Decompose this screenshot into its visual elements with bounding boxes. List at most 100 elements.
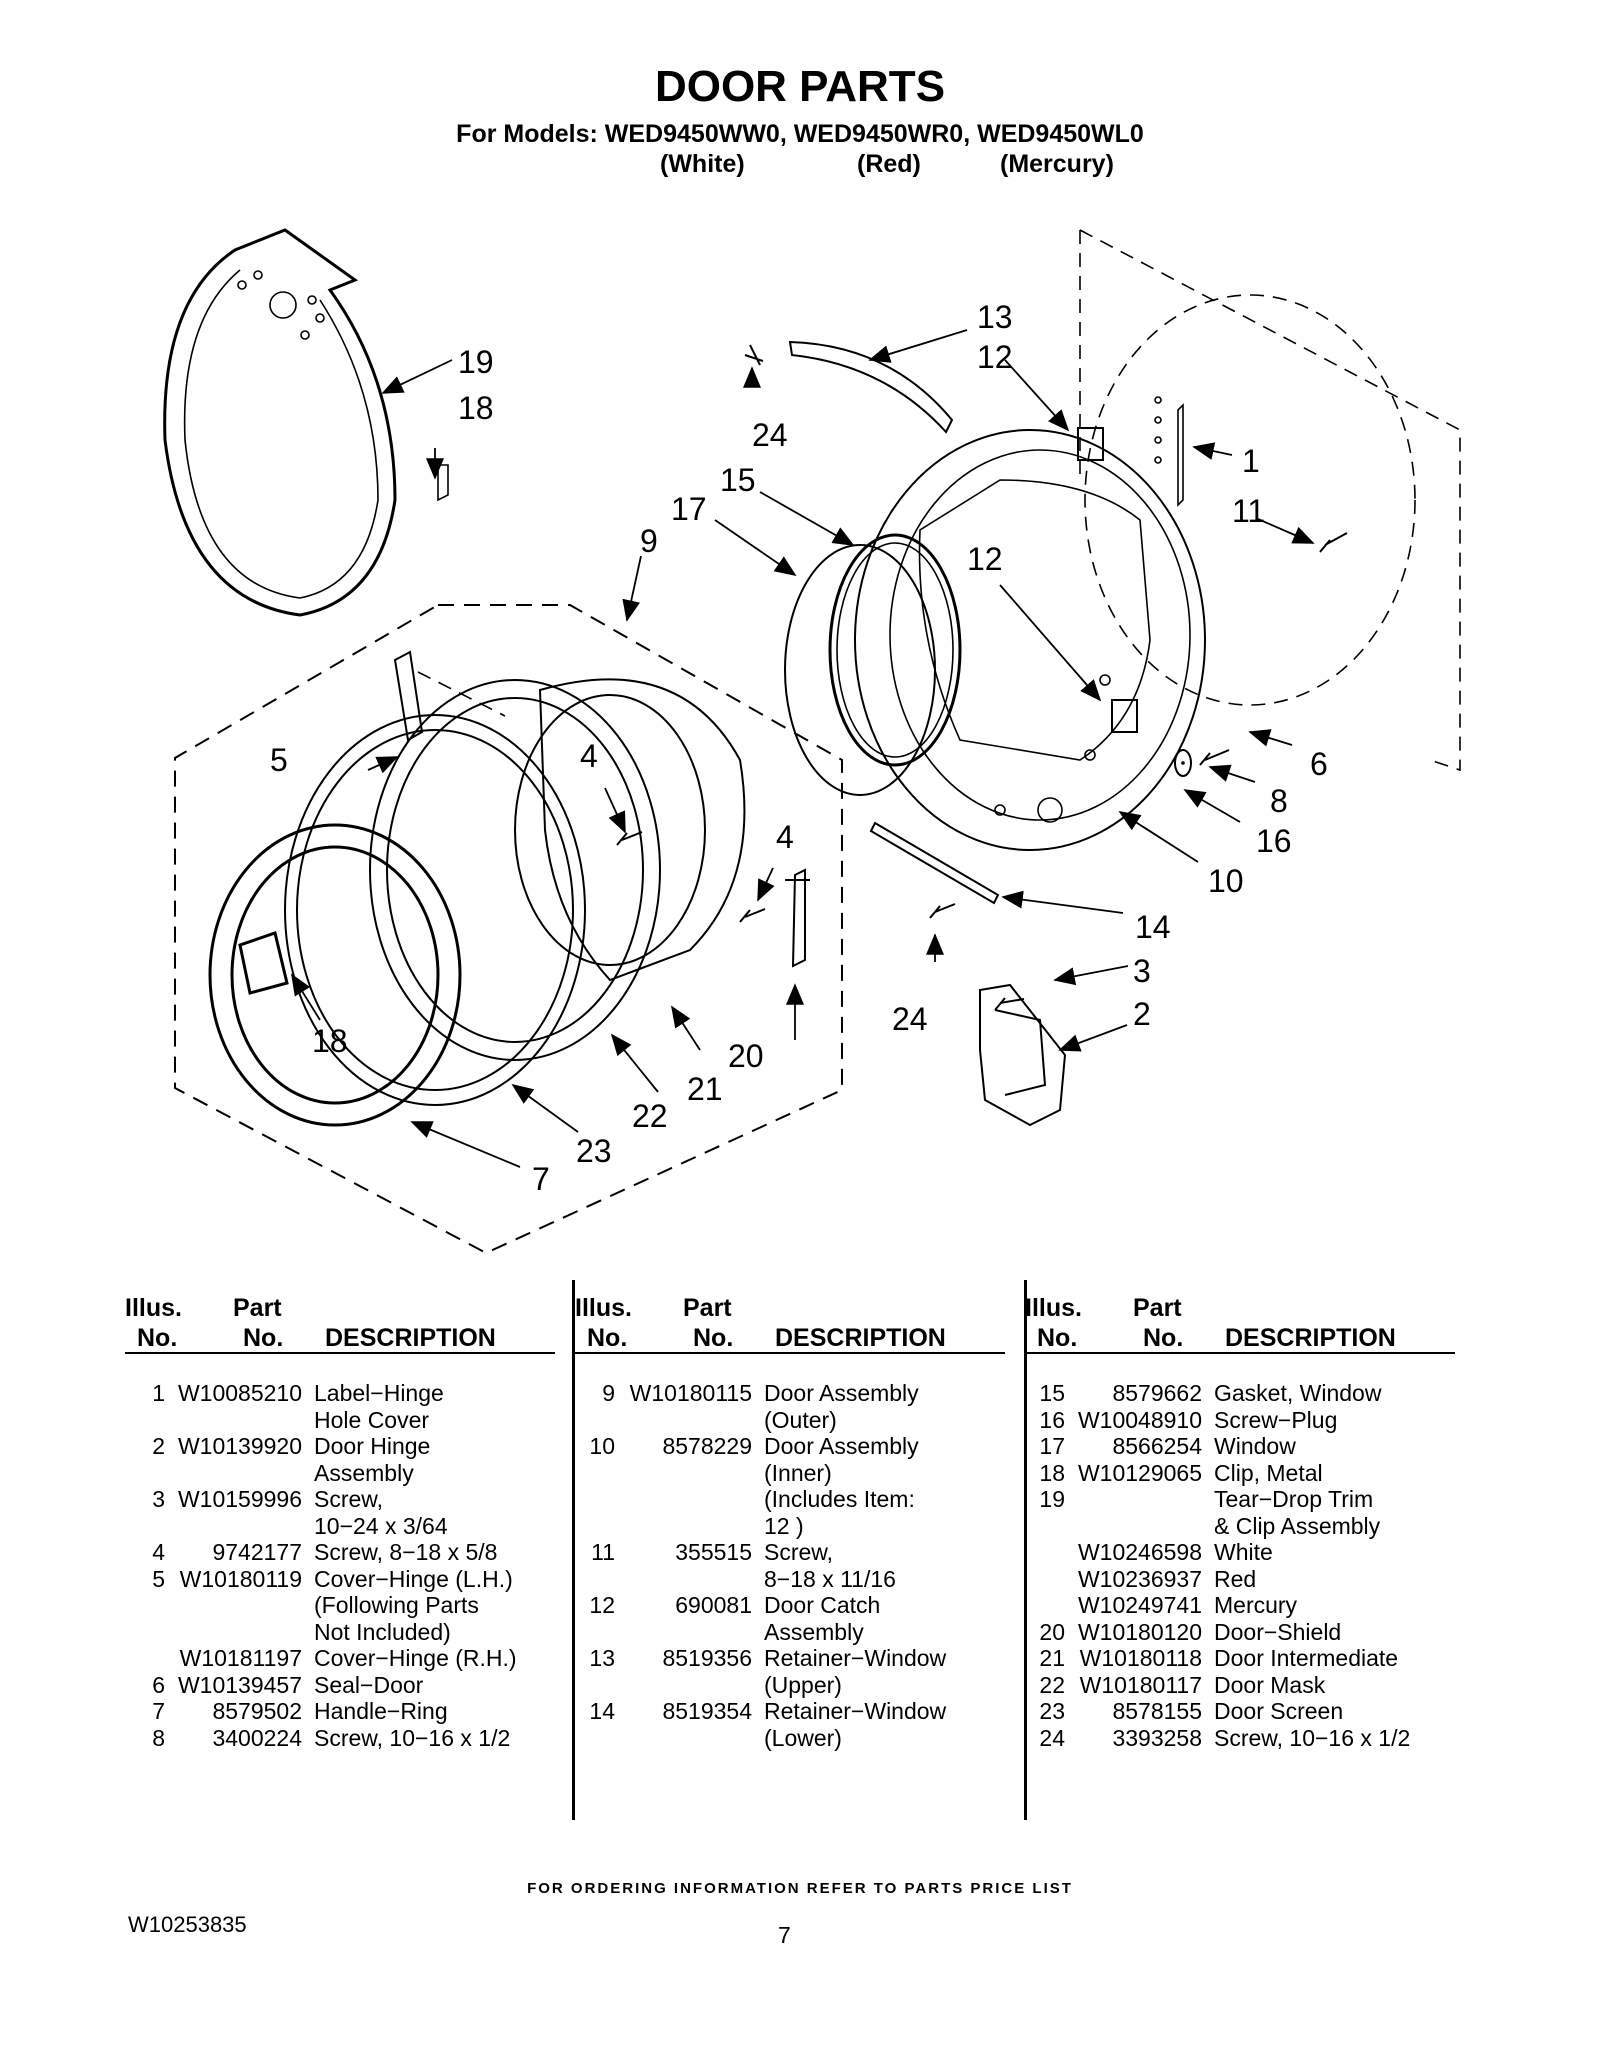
part-description: Retainer−Window (Lower) [764,1698,947,1751]
part-description: Screw, 10−24 x 3/64 [314,1486,448,1539]
part-description: Red [1214,1565,1257,1592]
illus-header-line1: Illus. [1025,1294,1082,1322]
parts-row: 4 9742177 Screw, 8−18 x 5/8 [125,1539,555,1566]
callout-24b: 24 [892,1001,928,1037]
color-label-mercury: (Mercury) [1000,150,1114,178]
part-description: Handle−Ring [314,1698,448,1724]
part-description: Cover−Hinge (L.H.) (Following Parts Not … [314,1565,513,1645]
tear-drop-trim-part [163,228,449,617]
illus-number: 8 [152,1724,165,1751]
part-number: 8578155 [1112,1698,1202,1724]
part-description: Door Screen [1214,1698,1344,1724]
part-description: Seal−Door [314,1671,424,1698]
door-hinge-part [979,983,1067,1127]
part-description: Tear−Drop Trim & Clip Assembly [1214,1486,1381,1539]
callout-6: 6 [1310,746,1328,782]
illus-number: 6 [152,1671,165,1698]
callout-14: 14 [1135,909,1171,945]
handle-ring-part [208,823,462,1127]
illus-number [1025,1539,1065,1566]
parts-column-header: Illus. No. Part No. DESCRIPTION [1025,1280,1455,1354]
part-header-line2: No. [243,1324,284,1352]
parts-column-header: Illus. No. Part No. DESCRIPTION [125,1280,555,1354]
callout-8: 8 [1270,783,1288,819]
part-number: W10159996 [177,1486,302,1512]
color-label-white: (White) [660,150,745,178]
part-number: 9742177 [212,1539,302,1565]
part-number: W10180118 [1079,1645,1202,1671]
window-gasket-part [828,533,962,767]
part-description: Screw, 8−18 x 5/8 [314,1539,498,1565]
part-number: W10180117 [1079,1671,1202,1698]
part-description: Door Catch Assembly [764,1592,881,1645]
illus-header-line1: Illus. [125,1294,182,1322]
illus-number [1025,1592,1065,1619]
callout-2: 2 [1133,996,1151,1032]
part-number: 3400224 [212,1724,302,1751]
illus-number: 19 [1039,1486,1065,1512]
part-description: Screw, 10−16 x 1/2 [1214,1724,1411,1751]
part-number: W10246598 [1077,1539,1202,1565]
illus-number [125,1645,165,1672]
part-number: W10180115 [629,1380,752,1406]
illus-number: 2 [152,1433,165,1459]
illus-header-line1: Illus. [575,1294,632,1322]
callout-10: 10 [1208,863,1244,899]
callout-17: 17 [671,491,707,527]
illus-header-line2: No. [137,1324,178,1352]
part-description: Mercury [1214,1592,1298,1618]
illus-number: 11 [591,1539,615,1565]
illus-number: 4 [152,1539,165,1565]
illus-number: 5 [152,1565,165,1592]
part-number [1077,1486,1202,1539]
illus-header-line2: No. [587,1324,628,1352]
door-mask-part [369,679,661,1061]
callout-4b: 4 [776,819,794,855]
upper-retainer-part [788,340,954,434]
description-header: DESCRIPTION [1225,1324,1396,1352]
callout-19: 19 [458,344,494,380]
callout-1: 1 [1242,443,1260,479]
illus-number [1025,1566,1065,1593]
exploded-parts-diagram: 1 2 3 4 4 5 6 7 8 9 10 11 12 12 13 14 15… [163,228,1461,1255]
callout-15: 15 [720,462,756,498]
illus-number: 12 [589,1592,615,1618]
part-description: Label−Hinge Hole Cover [314,1380,444,1433]
illus-header-line2: No. [1037,1324,1078,1352]
callout-23: 23 [576,1133,612,1169]
part-number: 8578229 [662,1433,752,1459]
part-description: Window [1214,1433,1296,1459]
part-header-line1: Part [683,1294,732,1322]
callout-4a: 4 [580,738,598,774]
color-label-red: (Red) [857,150,921,178]
part-description: Cover−Hinge (R.H.) [314,1645,517,1671]
illus-number: 24 [1039,1724,1065,1751]
part-number: W10129065 [1077,1459,1202,1486]
part-number: 3393258 [1112,1724,1202,1751]
illus-number: 22 [1039,1671,1065,1698]
callout-13: 13 [977,299,1013,335]
part-number: W10181197 [179,1645,302,1671]
part-number: 8566254 [1112,1433,1202,1459]
part-description: Door Assembly (Inner) (Includes Item: 12… [764,1433,919,1539]
callout-24a: 24 [752,417,788,453]
part-description: Retainer−Window (Upper) [764,1645,947,1698]
illus-number: 10 [589,1433,615,1459]
